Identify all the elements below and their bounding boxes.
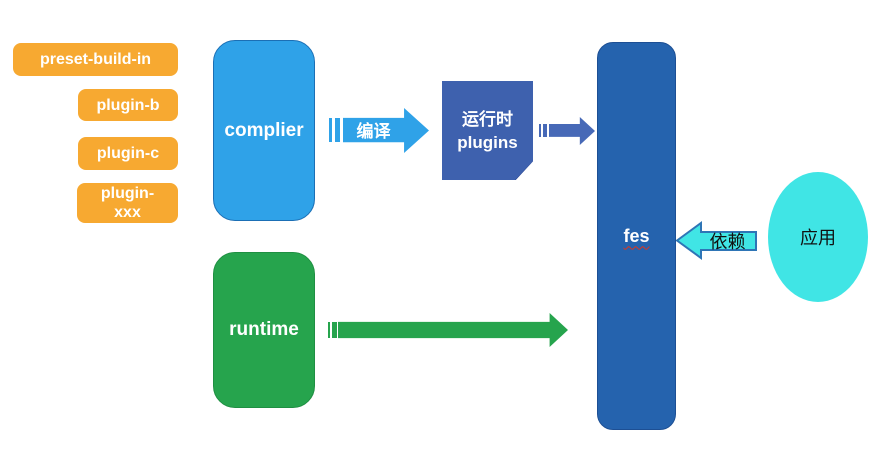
runtime-plugins-label: 运行时 plugins [457, 109, 518, 152]
depend-arrow [676, 221, 757, 260]
fes-node: fes [597, 42, 676, 430]
badge-preset-build-in: preset-build-in [13, 43, 178, 76]
runtime-plugins-node: 运行时 plugins [442, 81, 533, 180]
app-node: 应用 [768, 172, 868, 302]
badge-plugin-b: plugin-b [78, 89, 178, 121]
fes-label: fes [623, 225, 650, 246]
plugins-to-fes-arrow-stripe [539, 124, 541, 137]
folded-corner [515, 161, 533, 180]
plugins-to-fes-arrow-stripe [543, 124, 547, 137]
compile-arrow [343, 108, 429, 153]
runtime-to-fes-arrow [338, 313, 568, 347]
compile-arrow-stripe [329, 118, 332, 142]
app-label: 应用 [800, 228, 836, 248]
runtime-to-fes-arrow-stripe [328, 322, 330, 338]
complier-label: complier [224, 119, 304, 141]
compile-arrow-stripe [335, 118, 340, 142]
plugins-to-fes-arrow [549, 117, 595, 145]
runtime-label: runtime [229, 319, 299, 340]
badge-plugin-c: plugin-c [78, 137, 178, 170]
complier-node: complier [213, 40, 315, 221]
badge-plugin-xxx: plugin- xxx [77, 183, 178, 223]
runtime-node: runtime [213, 252, 315, 408]
runtime-to-fes-arrow-stripe [332, 322, 337, 338]
